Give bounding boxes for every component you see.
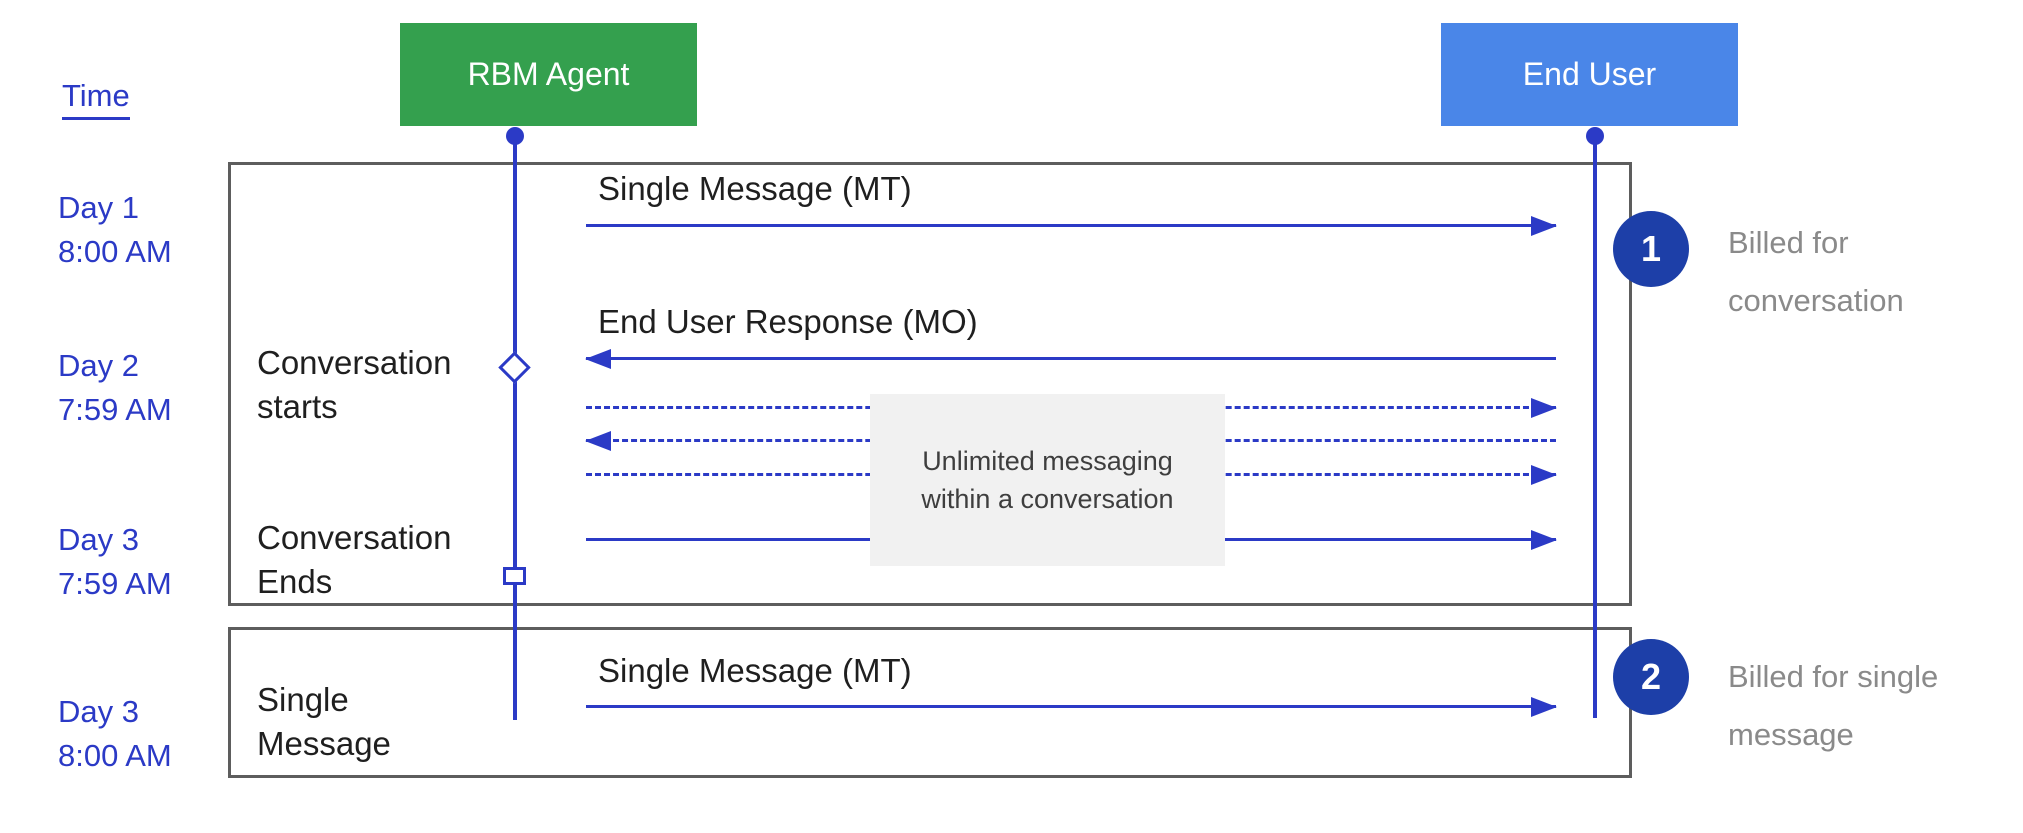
conversation-end-marker bbox=[503, 567, 526, 585]
billing-caption-1: Billed for conversation bbox=[1728, 225, 1904, 318]
single-message-frame bbox=[228, 627, 1632, 778]
timeline-time: 7:59 AM bbox=[58, 392, 172, 427]
message-arrow-mt bbox=[586, 216, 1557, 236]
timeline-time: 8:00 AM bbox=[58, 738, 172, 773]
timeline-day: Day 1 bbox=[58, 190, 139, 225]
conversation-starts-note: Conversation starts bbox=[257, 344, 452, 425]
message-label-single-message-mt-2: Single Message (MT) bbox=[598, 652, 912, 689]
billing-badge-2: 2 bbox=[1613, 639, 1689, 715]
billing-caption-2: Billed for single message bbox=[1728, 659, 1939, 752]
actor-end-user: End User bbox=[1441, 23, 1738, 126]
timeline-label-day1: Day 1 8:00 AM bbox=[58, 186, 172, 274]
timeline-day: Day 3 bbox=[58, 694, 139, 729]
end-user-lifeline bbox=[1593, 136, 1597, 718]
rbm-lifeline bbox=[513, 136, 517, 720]
single-message-note: Single Message bbox=[257, 681, 391, 762]
timeline-day: Day 3 bbox=[58, 522, 139, 557]
rbm-lifeline-dot bbox=[506, 127, 524, 145]
timeline-label-day2: Day 2 7:59 AM bbox=[58, 344, 172, 432]
message-arrow-mt-2 bbox=[586, 697, 1557, 717]
timeline-time: 7:59 AM bbox=[58, 566, 172, 601]
conversation-ends-note: Conversation Ends bbox=[257, 519, 452, 600]
conversation-frame bbox=[228, 162, 1632, 606]
message-label-end-user-response-mo: End User Response (MO) bbox=[598, 303, 978, 340]
timeline-label-day3-759: Day 3 7:59 AM bbox=[58, 518, 172, 606]
end-user-lifeline-dot bbox=[1586, 127, 1604, 145]
timeline-label-day3-800: Day 3 8:00 AM bbox=[58, 690, 172, 778]
timeline-time: 8:00 AM bbox=[58, 234, 172, 269]
billing-badge-1: 1 bbox=[1613, 211, 1689, 287]
actor-rbm-agent: RBM Agent bbox=[400, 23, 697, 126]
unlimited-messaging-note: Unlimited messaging within a conversatio… bbox=[870, 394, 1225, 566]
time-axis-label: Time bbox=[62, 78, 130, 120]
message-label-single-message-mt: Single Message (MT) bbox=[598, 170, 912, 207]
message-arrow-mo bbox=[585, 349, 1556, 369]
timeline-day: Day 2 bbox=[58, 348, 139, 383]
